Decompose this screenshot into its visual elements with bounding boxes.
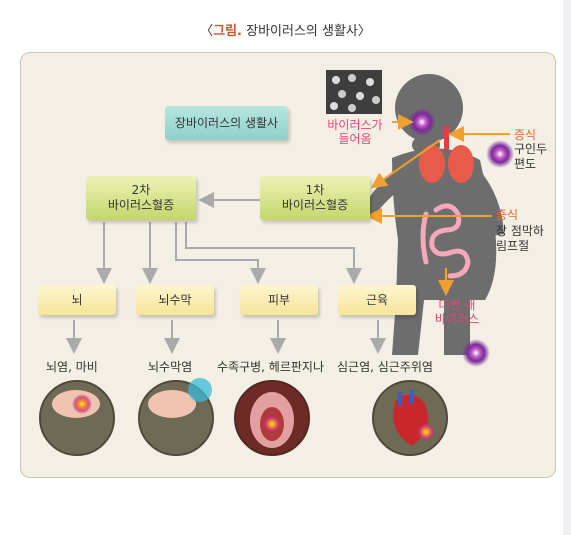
organ-note-skin: 피부 bbox=[240, 285, 318, 315]
organ-note-muscle: 근육 bbox=[338, 285, 416, 315]
disease-caption-skin: 수족구병, 헤르판지나 bbox=[217, 360, 324, 374]
stage1-viremia-note: 1차 바이러스혈증 bbox=[260, 176, 370, 220]
virus-micrograph bbox=[326, 70, 382, 114]
stage2-viremia-note: 2차 바이러스혈증 bbox=[86, 176, 196, 220]
organ-note-meninges: 뇌수막 bbox=[136, 285, 214, 315]
brain-image bbox=[39, 380, 115, 456]
disease-caption-meninges: 뇌수막염 bbox=[148, 360, 193, 374]
organ-note-brain: 뇌 bbox=[38, 285, 116, 315]
lungs-icon bbox=[419, 126, 474, 183]
disease-caption-muscle: 심근염, 심근주위염 bbox=[337, 360, 433, 374]
lifecycle-label: 장바이러스의 생활사 bbox=[174, 115, 279, 130]
intestines-icon bbox=[420, 203, 471, 279]
figure-title: 〈그림. 장바이러스의 생활사〉 bbox=[200, 24, 371, 39]
disease-caption-brain: 뇌염, 마비 bbox=[46, 360, 98, 374]
meninges-image bbox=[138, 378, 214, 456]
stage1-line2: 바이러스혈증 bbox=[281, 198, 349, 212]
figure-label: 그림. bbox=[213, 24, 242, 39]
heart-image bbox=[372, 380, 448, 456]
bloodstream-arrow bbox=[370, 139, 441, 189]
lifecycle-label-note: 장바이러스의 생활사 bbox=[165, 106, 288, 140]
stage2-line2: 바이러스혈증 bbox=[107, 198, 175, 212]
stage2-line1: 2차 bbox=[131, 183, 151, 197]
stage1-line1: 1차 bbox=[305, 183, 325, 197]
infection-stool-icon bbox=[462, 339, 490, 367]
mouth-image bbox=[234, 380, 310, 456]
infection-tonsil-icon bbox=[486, 140, 514, 168]
infection-mouth-icon bbox=[408, 108, 436, 136]
gut-symptom-tag: 증식 bbox=[496, 208, 519, 222]
organ-branch-arrows bbox=[66, 222, 386, 354]
page-edge-strip bbox=[563, 0, 571, 535]
throat-symptom-tag: 증식 bbox=[514, 128, 537, 142]
